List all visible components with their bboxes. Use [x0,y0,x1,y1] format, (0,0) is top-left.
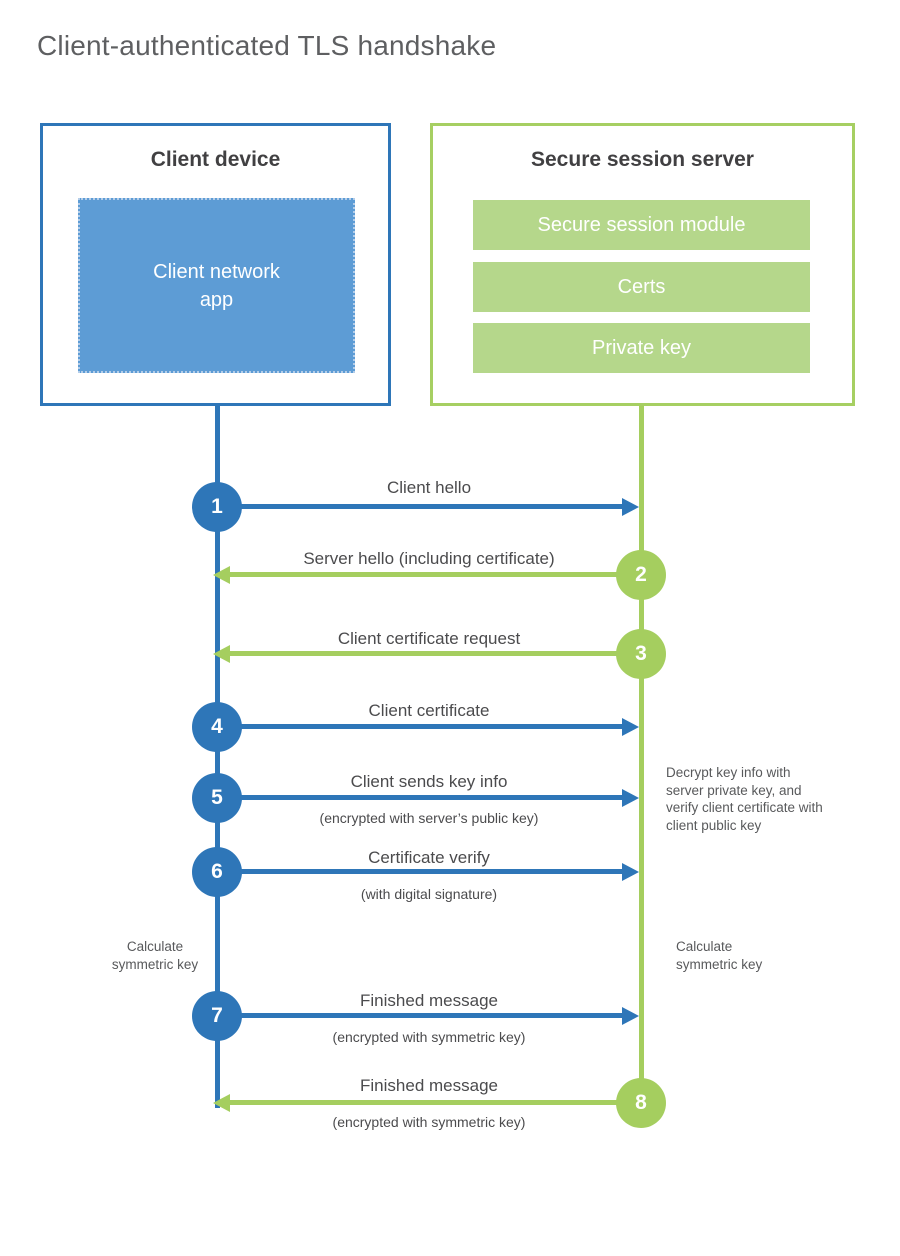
step-4-arrow-line [217,724,623,729]
step-8-sublabel: (encrypted with symmetric key) [332,1114,526,1130]
step-8-badge: 8 [616,1078,666,1128]
step-4-badge: 4 [192,702,242,752]
step-5-badge: 5 [192,773,242,823]
calculate-symmetric-key-left: Calculate symmetric key [111,939,199,972]
step-5-sublabel: (encrypted with server’s public key) [319,810,539,826]
step-8-label: Finished message [360,1076,498,1095]
server-module-certs: Certs [473,262,810,312]
step-3-arrowhead-icon [213,645,230,663]
step-7-label: Finished message [360,991,498,1010]
step-2-badge: 2 [616,550,666,600]
step-3-arrow-line [230,651,639,656]
step-5-label: Client sends key info [350,772,508,791]
calculate-symmetric-key-right: Calculate symmetric key [676,939,763,972]
server-module-private-key: Private key [473,323,810,373]
step-7-arrowhead-icon [622,1007,639,1025]
step-6-badge: 6 [192,847,242,897]
step-1-badge: 1 [192,482,242,532]
client-network-app-box: Client network app [78,198,355,373]
step-5-arrow-line [217,795,623,800]
step-4-arrowhead-icon [622,718,639,736]
step-2-label: Server hello (including certificate) [303,549,555,568]
step-2-arrow-line [230,572,639,577]
server-module-secure-session-module: Secure session module [473,200,810,250]
secure-session-server-title: Secure session server [531,148,754,171]
step-6-sublabel: (with digital signature) [360,886,498,902]
client-network-app-label: Client network app [153,260,280,311]
step-6-arrow-line [217,869,623,874]
step-1-label: Client hello [386,478,472,497]
client-device-title: Client device [150,148,281,171]
server-lifeline [639,405,644,1111]
client-lifeline [215,405,220,1108]
step-8-arrowhead-icon [213,1094,230,1112]
decrypt-note: Decrypt key info with server private key… [666,765,823,833]
step-4-label: Client certificate [368,701,490,720]
step-1-arrowhead-icon [622,498,639,516]
step-6-arrowhead-icon [622,863,639,881]
step-7-arrow-line [217,1013,623,1018]
step-1-arrow-line [217,504,623,509]
step-3-label: Client certificate request [337,629,521,648]
step-2-arrowhead-icon [213,566,230,584]
page-title: Client-authenticated TLS handshake [37,30,497,61]
step-7-sublabel: (encrypted with symmetric key) [332,1029,526,1045]
step-5-arrowhead-icon [622,789,639,807]
step-6-label: Certificate verify [368,848,490,867]
step-3-badge: 3 [616,629,666,679]
step-8-arrow-line [230,1100,639,1105]
step-7-badge: 7 [192,991,242,1041]
